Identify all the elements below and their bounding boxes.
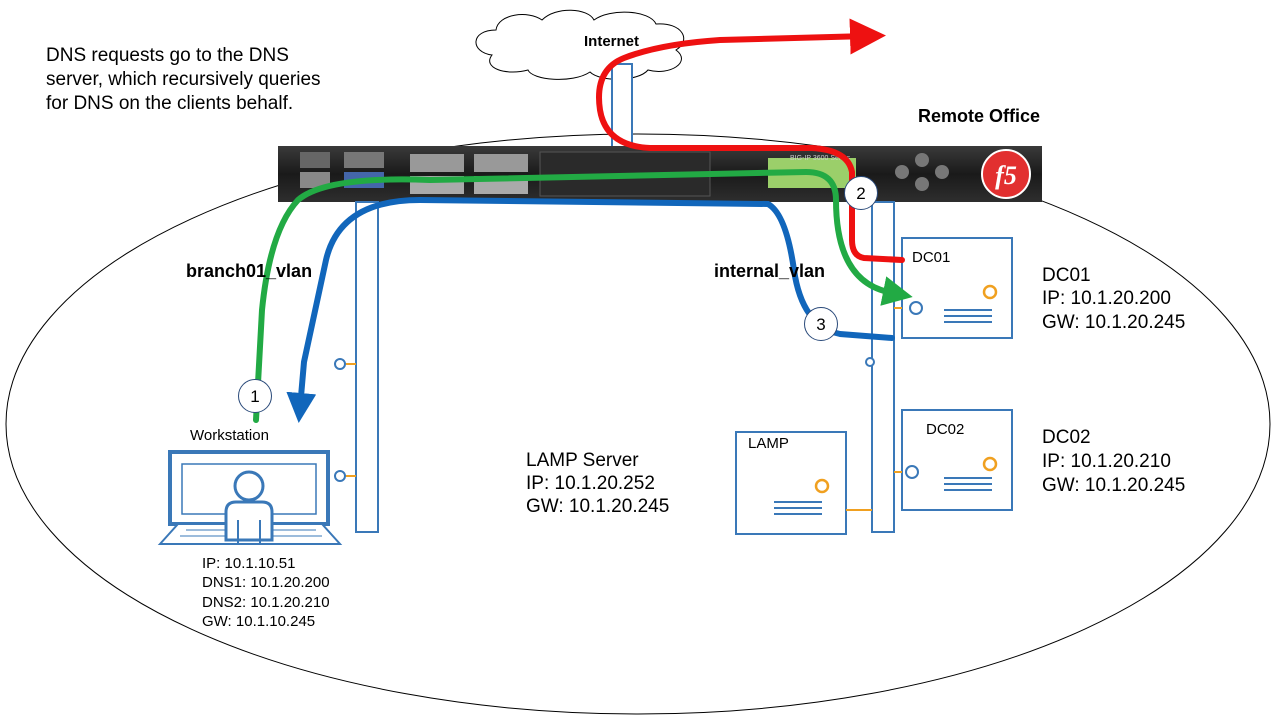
branch-vlan-label: branch01_vlan (186, 261, 313, 281)
workstation-title: Workstation (190, 427, 269, 444)
dc01-server (894, 237, 1013, 339)
lamp-ip: IP: 10.1.20.252 (526, 473, 655, 494)
dc02-ip: IP: 10.1.20.210 (1042, 451, 1171, 472)
dc01-name: DC01 (1042, 265, 1091, 286)
dns-response-path (286, 196, 895, 423)
f5-logo: f5 (995, 161, 1017, 190)
internal-port-connector (865, 357, 875, 367)
step-2-marker: 2 (844, 176, 878, 210)
internet-cloud-icon (475, 9, 685, 80)
step-1-marker: 1 (238, 379, 272, 413)
internal-vlan-label: internal_vlan (714, 261, 826, 281)
workstation-dns1: DNS1: 10.1.20.200 (202, 574, 330, 591)
internet-path (596, 18, 905, 263)
lamp-gw: GW: 10.1.20.245 (526, 496, 670, 517)
dc02-server (894, 409, 1013, 511)
device-model-label: BIG-IP 3600 Series (790, 155, 851, 162)
workstation-dns2: DNS2: 10.1.20.210 (202, 594, 330, 611)
dc02-box-label: DC02 (926, 421, 965, 438)
workstation-gw: GW: 10.1.10.245 (202, 613, 316, 630)
lamp-name: LAMP Server (526, 450, 639, 471)
dc02-name: DC02 (1042, 427, 1091, 448)
dns-description-note: DNS requests go to the DNS server, which… (46, 45, 321, 114)
dc02-gw: GW: 10.1.20.245 (1042, 475, 1186, 496)
lamp-server (735, 431, 872, 535)
lamp-box-label: LAMP (748, 435, 789, 452)
branch-vlan-bar (355, 201, 379, 533)
internet-label: Internet (584, 33, 640, 50)
internal-vlan-bar (871, 201, 895, 533)
workstation-ip: IP: 10.1.10.51 (202, 555, 296, 572)
dc01-box-label: DC01 (912, 249, 951, 266)
remote-office-title: Remote Office (918, 106, 1041, 126)
branch-port-connectors (334, 358, 356, 482)
dc01-gw: GW: 10.1.20.245 (1042, 312, 1186, 333)
dns-request-path (253, 168, 913, 423)
dc01-ip: IP: 10.1.20.200 (1042, 288, 1171, 309)
step-3-marker: 3 (804, 307, 838, 341)
workstation-icon (157, 450, 343, 545)
remote-office-boundary (5, 133, 1271, 715)
